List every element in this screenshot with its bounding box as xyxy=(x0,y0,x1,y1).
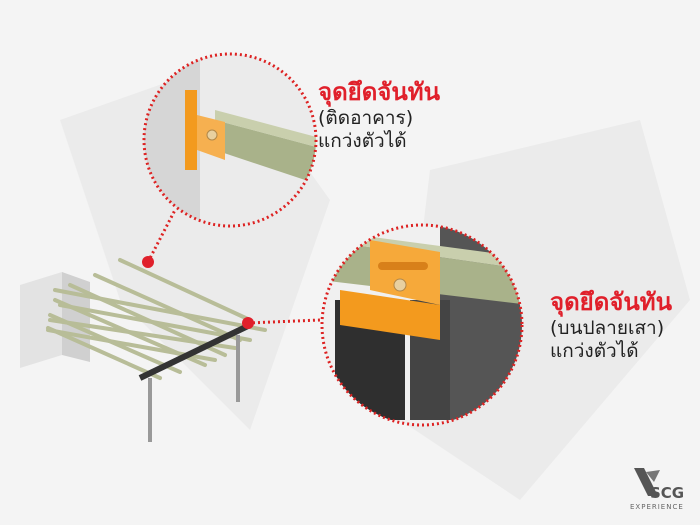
zoom-circle-post xyxy=(320,223,524,427)
anchor-dot-post xyxy=(242,317,254,329)
front-beam xyxy=(138,322,252,442)
callout-post-subtitle: (บนปลายเสา) xyxy=(550,316,665,339)
anchor-dot-building xyxy=(142,256,154,268)
logo-tagline: EXPERIENCE xyxy=(630,503,684,511)
logo-brand: SCG xyxy=(650,484,685,502)
callout-post-note: แกว่งตัวได้ xyxy=(550,339,639,362)
callout-post-label: จุดยึดจันทัน (บนปลายเสา) แกว่งตัวได้ xyxy=(550,288,672,362)
logo-mark-icon xyxy=(634,468,660,496)
scg-experience-logo: SCG EXPERIENCE xyxy=(628,466,692,518)
callout-leaders xyxy=(146,209,321,325)
callout-building-note: แกว่งตัวได้ xyxy=(318,129,407,152)
callout-building-title: จุดยึดจันทัน xyxy=(318,78,440,106)
callout-building-subtitle: (ติดอาคาร) xyxy=(318,106,414,129)
callout-post-title: จุดยึดจันทัน xyxy=(550,288,672,316)
callout-building-label: จุดยึดจันทัน (ติดอาคาร) แกว่งตัวได้ xyxy=(318,78,440,152)
